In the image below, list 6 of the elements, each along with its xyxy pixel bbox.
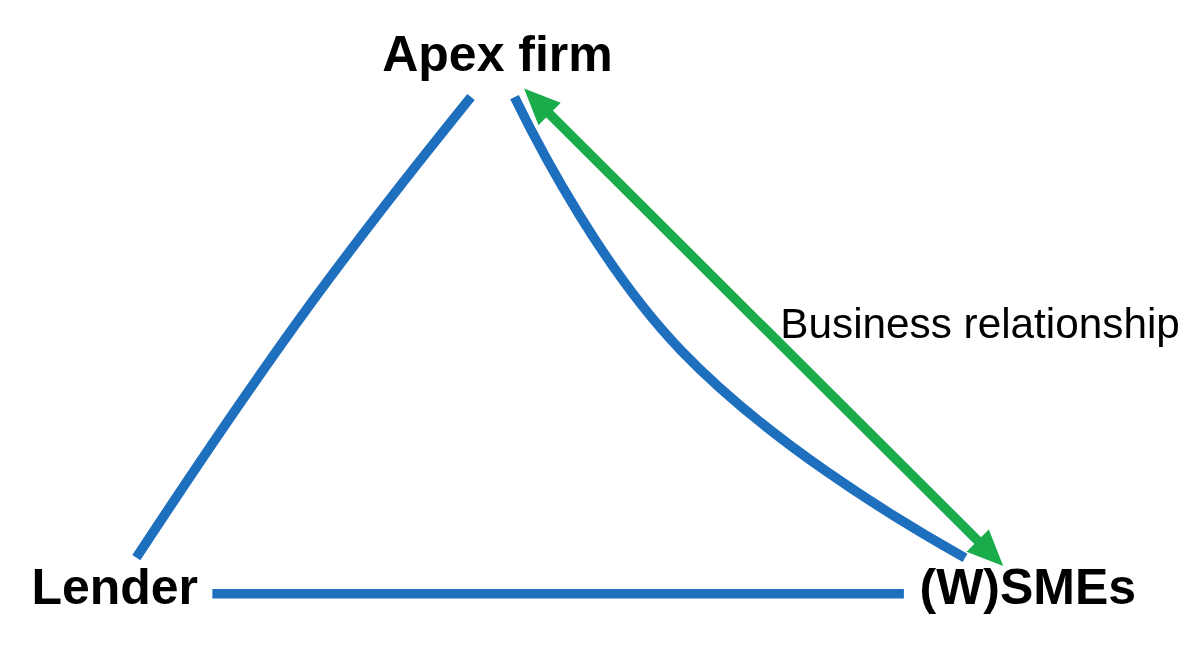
node-text: Apex firm: [382, 25, 613, 82]
node-text: Lender: [31, 558, 199, 615]
connector: [132, 93, 475, 560]
connector: [212, 588, 904, 599]
node-text: (W)SMEs: [919, 558, 1137, 615]
edge-label: Business relationship: [780, 299, 1180, 347]
